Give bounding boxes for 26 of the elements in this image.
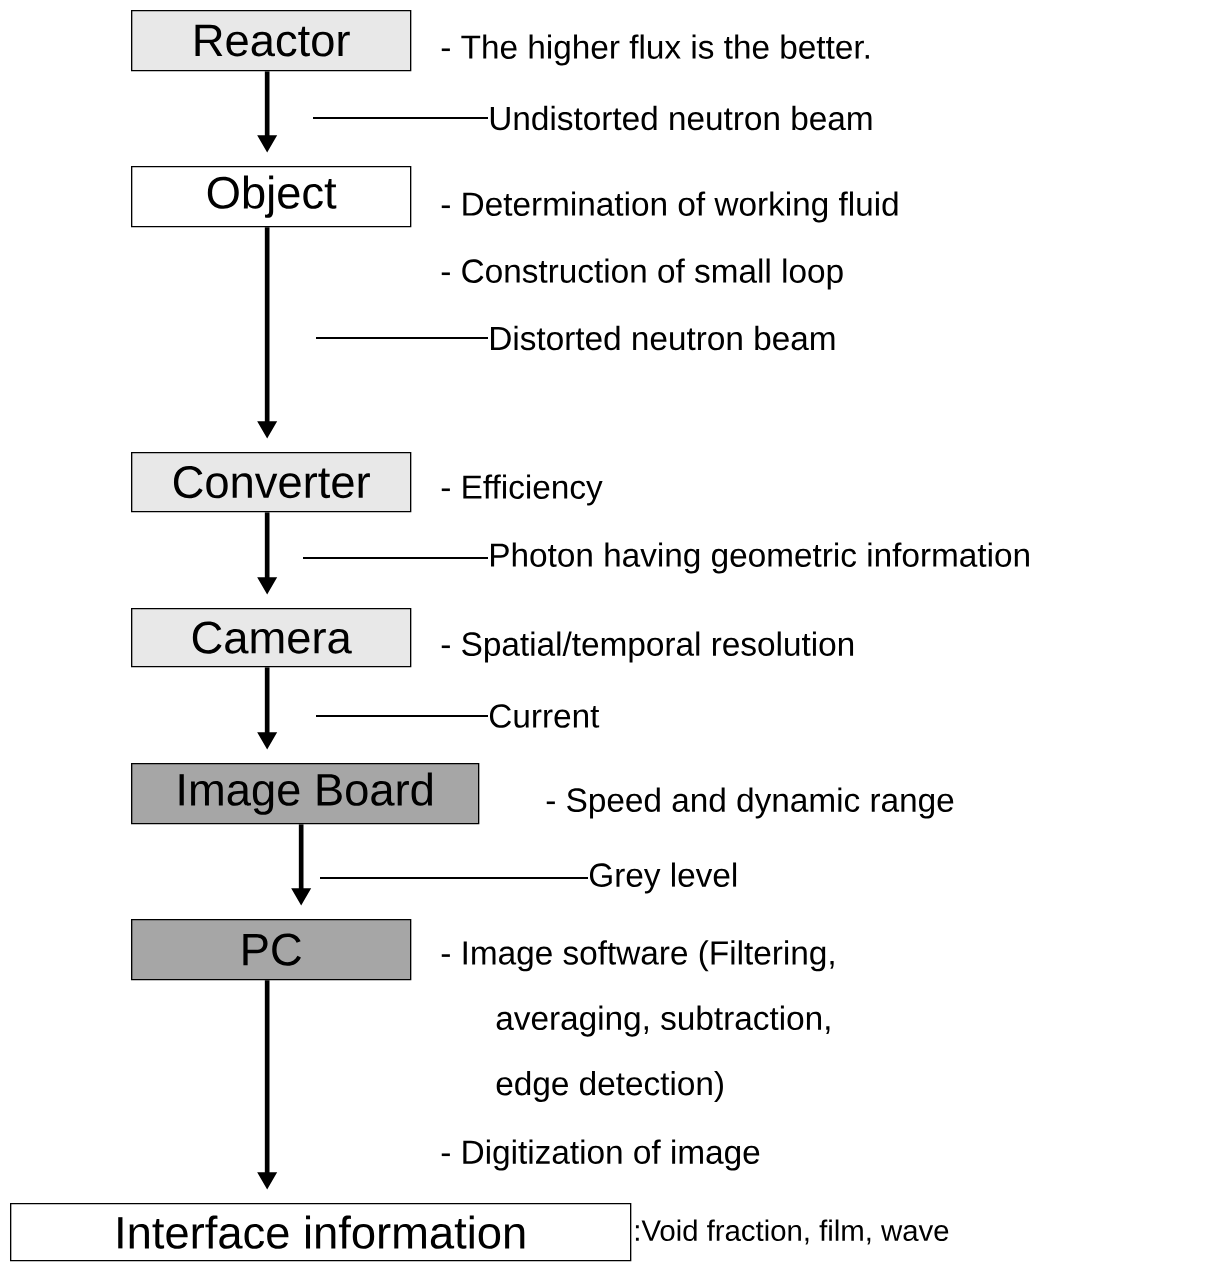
process-box: Converter: [131, 452, 412, 513]
note-text: - Speed and dynamic range: [546, 787, 954, 819]
beam-label: Grey level: [589, 862, 737, 894]
leader-line: [319, 877, 589, 879]
leader-line: [302, 557, 489, 559]
beam-label: Undistorted neutron beam: [490, 105, 872, 131]
process-box: Interface information: [10, 1203, 632, 1262]
note-text: - Spatial/temporal resolution: [441, 631, 854, 663]
note-text: - Determination of working fluid: [441, 191, 898, 223]
note-text: - Image software (Filtering, averaging, subtraction, edge detection): [441, 940, 834, 1102]
note-text: :Void fraction, film, wave: [635, 1219, 949, 1245]
process-box: PC: [131, 919, 412, 981]
note-text: - Efficiency: [441, 474, 603, 506]
process-box: Camera: [131, 608, 412, 668]
beam-label: Photon having geometric information: [491, 542, 1029, 574]
note-text: - The higher flux is the better.: [441, 34, 869, 66]
process-box: Object: [131, 166, 412, 228]
note-text: - Digitization of image: [441, 1139, 760, 1171]
beam-label: Current: [489, 704, 600, 728]
process-box: Image Board: [131, 763, 480, 825]
note-text: - Construction of small loop: [441, 258, 843, 290]
leader-line: [315, 715, 489, 717]
leader-line: [312, 117, 489, 119]
beam-label: Distorted neutron beam: [491, 325, 835, 351]
leader-line: [315, 337, 489, 339]
process-box: Reactor: [131, 10, 412, 72]
